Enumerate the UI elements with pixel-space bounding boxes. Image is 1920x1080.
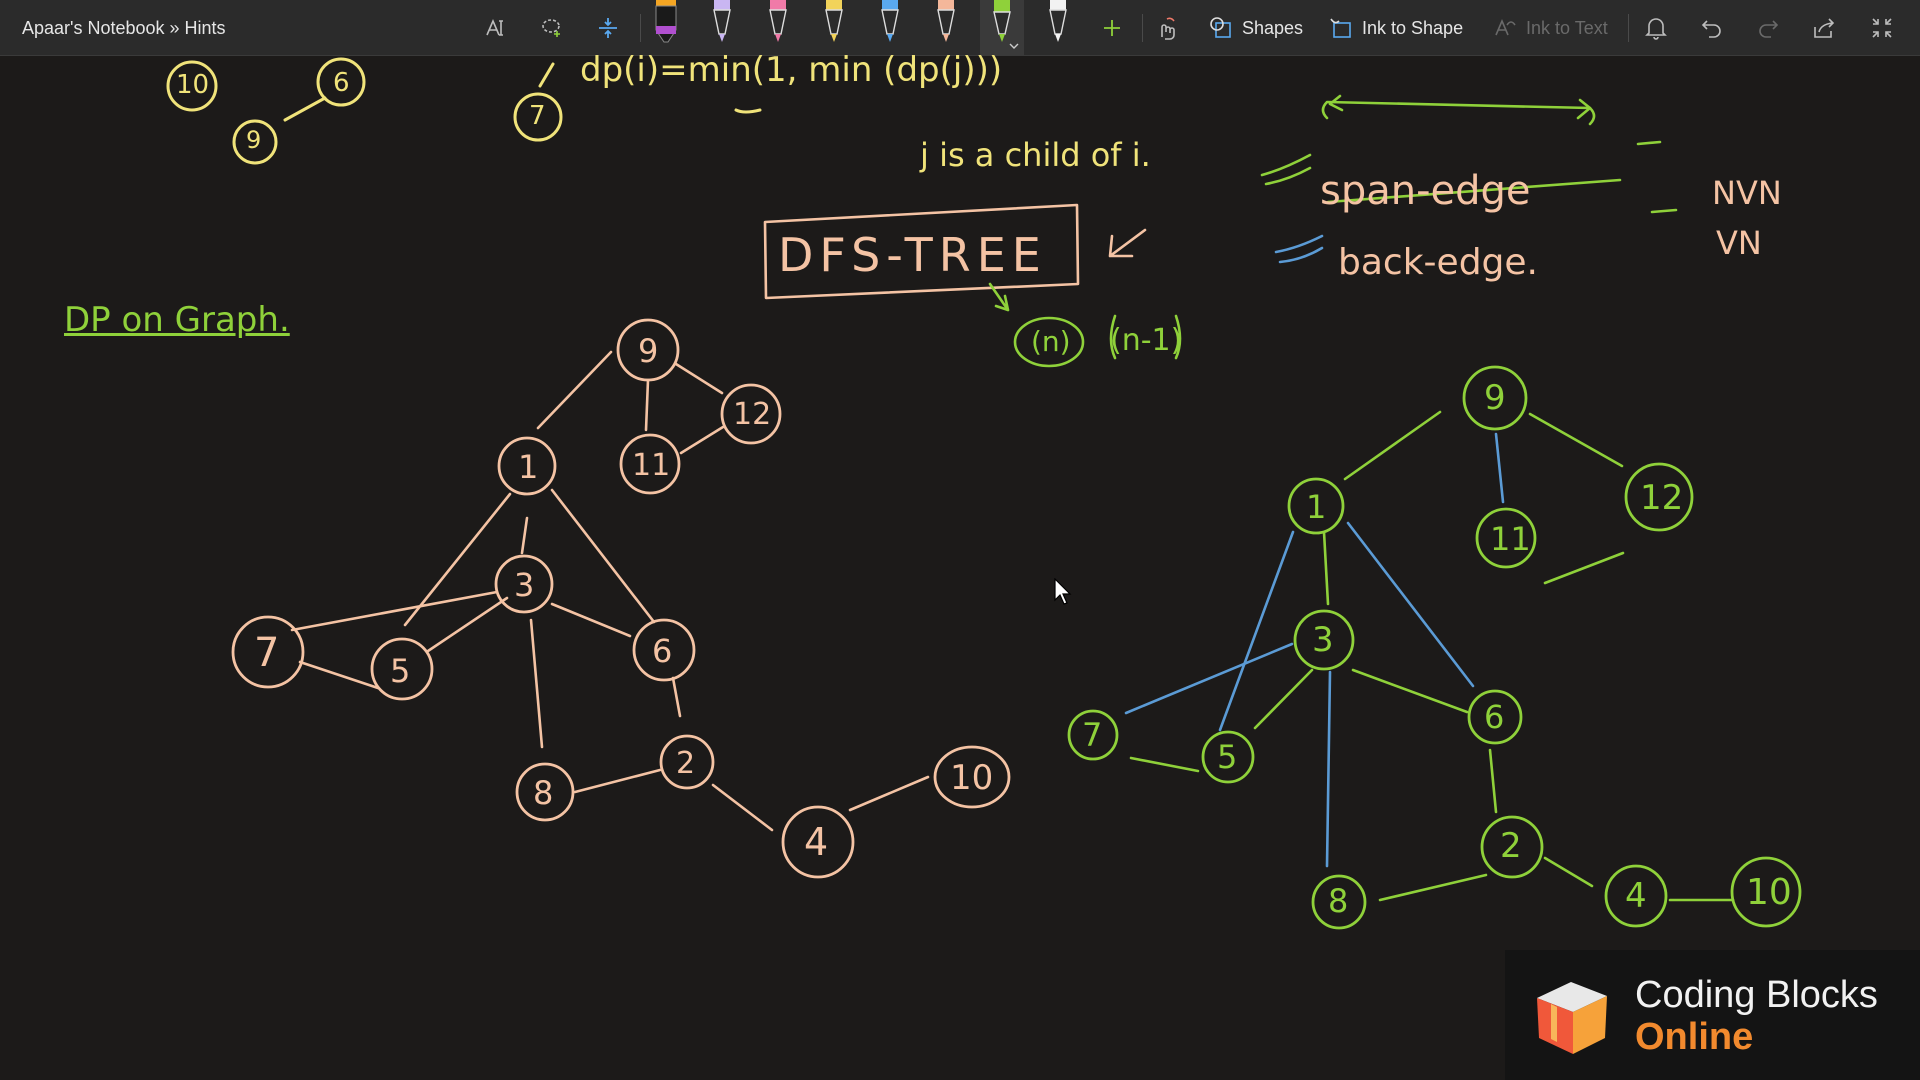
note-canvas[interactable]: dp(i)=min(1, min (dp(j))) j is a child o…	[0, 50, 1920, 1080]
left-node-label: 5	[390, 652, 411, 690]
ink-to-shape-icon	[1330, 18, 1351, 38]
ink-drawing	[166, 57, 1802, 930]
pen-green-selected[interactable]	[980, 0, 1024, 56]
pen-orange[interactable]	[644, 0, 688, 56]
add-space-icon[interactable]	[588, 8, 628, 48]
exit-fullscreen-icon[interactable]	[1862, 8, 1902, 48]
watermark-line1: Coding Blocks	[1635, 974, 1878, 1016]
ink-to-text-label: Ink to Text	[1526, 17, 1608, 38]
right-node-label: 5	[1217, 738, 1238, 776]
ink-to-shape-label: Ink to Shape	[1362, 17, 1464, 38]
left-node-label: 8	[533, 774, 554, 812]
left-node-label: 9	[638, 332, 659, 370]
right-node-label: 6	[1484, 698, 1505, 736]
top-node-9	[232, 119, 278, 165]
dfs-tree-label: DFS-TREE	[778, 228, 1047, 282]
ink-to-shape-button[interactable]: Ink to Shape	[1328, 8, 1463, 48]
shapes-button[interactable]: Shapes	[1208, 8, 1303, 48]
add-pen-icon[interactable]	[1092, 8, 1132, 48]
left-node-label: 2	[676, 746, 696, 781]
n-minus-1-label: (n-1)	[1110, 323, 1183, 358]
left-node-label: 6	[652, 632, 673, 670]
top-node-7	[513, 92, 563, 142]
back-edge-label: back-edge.	[1338, 242, 1538, 283]
pen-pink[interactable]	[756, 0, 800, 56]
coding-blocks-watermark: Coding Blocks Online	[1505, 950, 1920, 1080]
left-node-label: 3	[514, 566, 535, 604]
right-node-label: 4	[1625, 876, 1647, 916]
toolbar-divider	[1628, 14, 1629, 42]
toolbar-divider	[640, 14, 641, 42]
right-node-label: 7	[1082, 716, 1103, 754]
right-node-label: 11	[1490, 520, 1531, 558]
undo-icon[interactable]	[1692, 8, 1732, 48]
redo-icon[interactable]	[1748, 8, 1788, 48]
pen-lavender[interactable]	[700, 0, 744, 56]
top-node-10	[166, 60, 218, 112]
ink-to-text-icon	[1495, 18, 1516, 36]
coding-blocks-logo-icon	[1537, 982, 1607, 1054]
top-node-label: 9	[246, 126, 262, 154]
top-node-label: 6	[333, 68, 350, 98]
left-node-label: 7	[254, 630, 280, 676]
mouse-cursor-icon	[1054, 578, 1072, 605]
top-node-label: 10	[176, 70, 210, 100]
left-node-label: 4	[804, 820, 829, 864]
top-node-6	[316, 57, 366, 107]
right-node-label: 9	[1484, 378, 1506, 418]
right-node-label: 3	[1312, 620, 1334, 660]
right-node-label: 10	[1746, 872, 1792, 913]
top-node-label: 7	[529, 101, 546, 131]
child-note: j is a child of i.	[920, 136, 1151, 174]
shapes-label: Shapes	[1242, 17, 1304, 38]
nvn-label: NVN	[1712, 174, 1782, 212]
right-node-label: 1	[1306, 488, 1327, 526]
right-graph-nodes	[1067, 365, 1802, 930]
text-select-icon[interactable]	[476, 8, 516, 48]
left-node-label: 10	[950, 758, 994, 798]
right-node-label: 12	[1640, 478, 1684, 518]
share-icon[interactable]	[1804, 8, 1844, 48]
breadcrumb[interactable]: Apaar's Notebook » Hints	[22, 18, 226, 38]
ink-to-text-button[interactable]: Ink to Text	[1492, 8, 1608, 48]
span-edge-label: span-edge	[1320, 168, 1531, 214]
right-node-label: 2	[1500, 826, 1522, 866]
dp-on-graph-title: DP on Graph.	[64, 300, 290, 340]
toolbar-divider	[1142, 14, 1143, 42]
right-graph-span-edges	[1129, 410, 1735, 902]
left-node-label: 12	[733, 397, 772, 432]
vn-label: VN	[1716, 224, 1762, 262]
dp-formula: dp(i)=min(1, min (dp(j)))	[580, 50, 1003, 90]
watermark-line2: Online	[1635, 1016, 1754, 1058]
lasso-select-icon[interactable]	[532, 8, 572, 48]
pen-white[interactable]	[1036, 0, 1080, 56]
left-node-label: 11	[632, 448, 671, 483]
ink-toolbar: Apaar's Notebook » Hints Shapes	[0, 0, 1920, 56]
pen-peach[interactable]	[924, 0, 968, 56]
right-graph-back-edges	[1124, 432, 1505, 868]
pen-blue[interactable]	[868, 0, 912, 56]
left-graph-edges	[290, 350, 930, 832]
left-graph-nodes	[231, 318, 1011, 879]
right-node-label: 8	[1328, 882, 1349, 920]
n-label: (n)	[1031, 325, 1071, 358]
left-node-label: 1	[518, 448, 539, 486]
bell-icon[interactable]	[1636, 8, 1676, 48]
touch-draw-icon[interactable]	[1146, 8, 1186, 48]
pen-yellow[interactable]	[812, 0, 856, 56]
shapes-icon	[1210, 17, 1231, 38]
